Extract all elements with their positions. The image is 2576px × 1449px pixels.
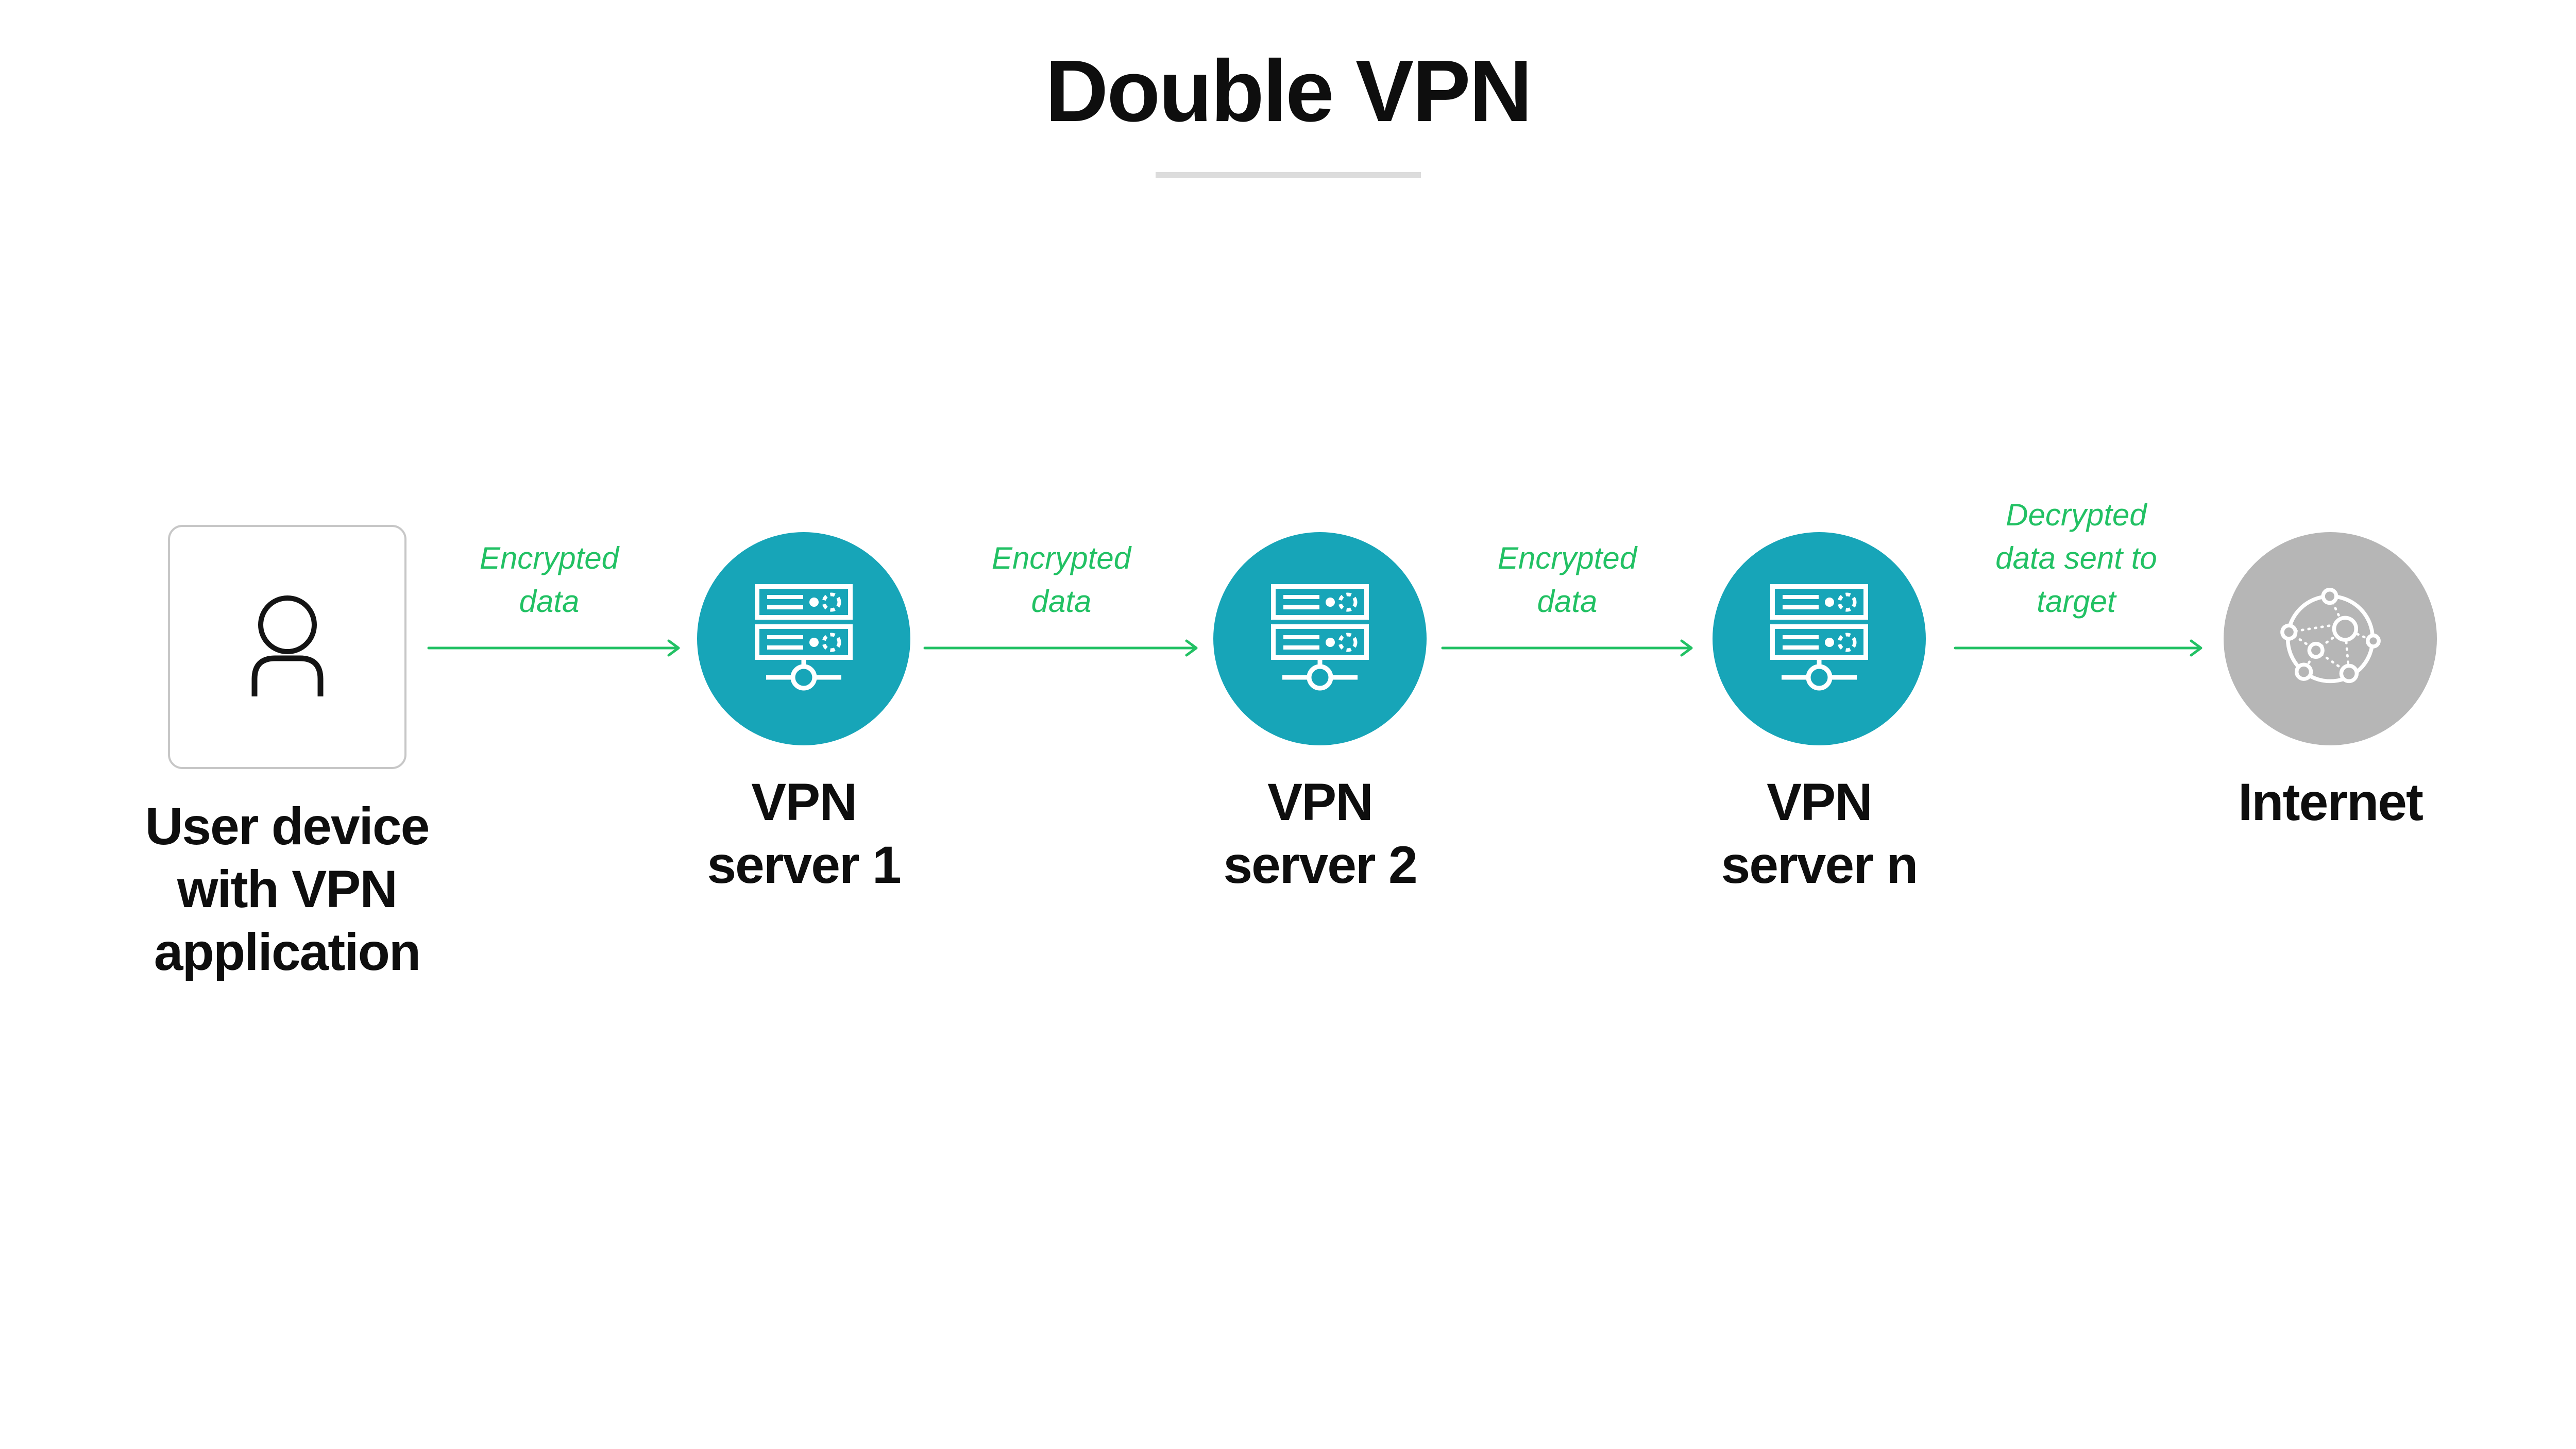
vpn-server-1-label: VPN server 1: [623, 771, 984, 896]
node-vpn-server-1: [697, 532, 910, 745]
flow2-line2: data: [1031, 584, 1092, 619]
server2-label-line2: server 2: [1223, 836, 1417, 894]
title-underline-divider: [1156, 172, 1421, 178]
node-vpn-server-2: [1213, 532, 1427, 745]
flow3-line1: Encrypted: [1497, 541, 1637, 575]
server1-label-line2: server 1: [707, 836, 901, 894]
flow-label-decrypted: Decrypted data sent to target: [1922, 493, 2231, 623]
node-vpn-server-n: [1713, 532, 1926, 745]
flow4-line3: target: [2037, 584, 2116, 619]
internet-label: Internet: [2150, 771, 2511, 833]
vpn-server-2-label: VPN server 2: [1140, 771, 1500, 896]
servern-label-line2: server n: [1721, 836, 1919, 894]
server2-label-line1: VPN: [1267, 773, 1374, 831]
user-device-label-line1: User device: [145, 797, 430, 856]
internet-label-line1: Internet: [2238, 773, 2424, 831]
page-title: Double VPN: [1045, 42, 1533, 140]
server-icon: [1770, 584, 1868, 691]
flow4-line1: Decrypted: [2006, 498, 2147, 532]
arrow-server1-to-server2: [923, 634, 1199, 662]
flow1-line1: Encrypted: [479, 541, 619, 575]
vpn-server-n-label: VPN server n: [1639, 771, 1999, 896]
flow-label-encrypted-3: Encrypted data: [1413, 537, 1722, 623]
flow-label-encrypted-1: Encrypted data: [395, 537, 704, 623]
arrow-servern-to-internet: [1954, 634, 2204, 662]
node-internet: [2224, 532, 2437, 745]
server-icon: [1271, 584, 1369, 691]
user-icon: [251, 595, 323, 696]
user-device-label-line2: with VPN: [177, 860, 398, 918]
server-icon: [755, 584, 853, 691]
flow1-line2: data: [519, 584, 580, 619]
globe-network-icon: [2280, 588, 2381, 684]
flow3-line2: data: [1537, 584, 1598, 619]
flow4-line2: data sent to: [1995, 541, 2157, 575]
arrow-user-to-server1: [427, 634, 681, 662]
arrow-server2-to-servern: [1441, 634, 1694, 662]
flow2-line1: Encrypted: [991, 541, 1131, 575]
user-device-label: User device with VPN application: [107, 795, 467, 983]
servern-label-line1: VPN: [1767, 773, 1873, 831]
server1-label-line1: VPN: [751, 773, 857, 831]
user-device-box: [168, 525, 406, 769]
flow-label-encrypted-2: Encrypted data: [907, 537, 1216, 623]
user-device-label-line3: application: [154, 923, 421, 981]
